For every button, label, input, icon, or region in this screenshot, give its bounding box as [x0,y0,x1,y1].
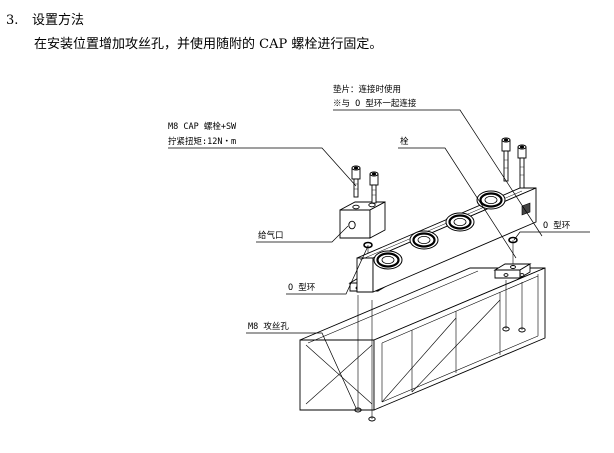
supply-block [339,201,386,239]
gasket-plate-right [493,263,532,279]
cap-bolt [501,137,511,182]
section-title: 设置方法 [32,13,85,28]
section-heading: 3. 设置方法 [6,9,84,28]
bolt-spec-label-line1: M8 CAP 螺栓+SW [168,121,237,132]
port [445,212,475,232]
gasket-label-line1: 垫片：连接时使用 [333,84,401,95]
gasket-label-line2: ※与 O 型环一起连接 [333,98,417,109]
port [409,230,439,250]
o-ring-right-label: O 型环 [543,221,571,231]
cap-bolts-left [351,165,379,204]
plug-part [521,202,531,216]
mounting-base [299,267,546,411]
leader-lines [168,109,590,409]
tap-hole-label: M8 攻丝孔 [248,321,289,332]
section-number: 3. [6,13,19,28]
cap-bolts-right [501,137,527,189]
bolt-spec-label-line2: 拧紧扭矩:12N・m [168,136,236,147]
plug-label: 栓 [400,136,409,147]
port [476,190,506,210]
air-inlet-label: 给气口 [258,230,284,241]
o-ring-right [508,236,518,244]
port [373,250,403,270]
cap-bolt [369,171,379,204]
manifold-ports [373,190,506,270]
o-ring-left [363,241,373,249]
section-description: 在安装位置增加攻丝孔，并使用随附的 CAP 螺栓进行固定。 [34,37,383,52]
cap-bolt [351,165,361,198]
cap-bolt [517,144,527,189]
air-inlet-port [348,220,356,230]
o-ring-left-label: O 型环 [288,283,316,293]
